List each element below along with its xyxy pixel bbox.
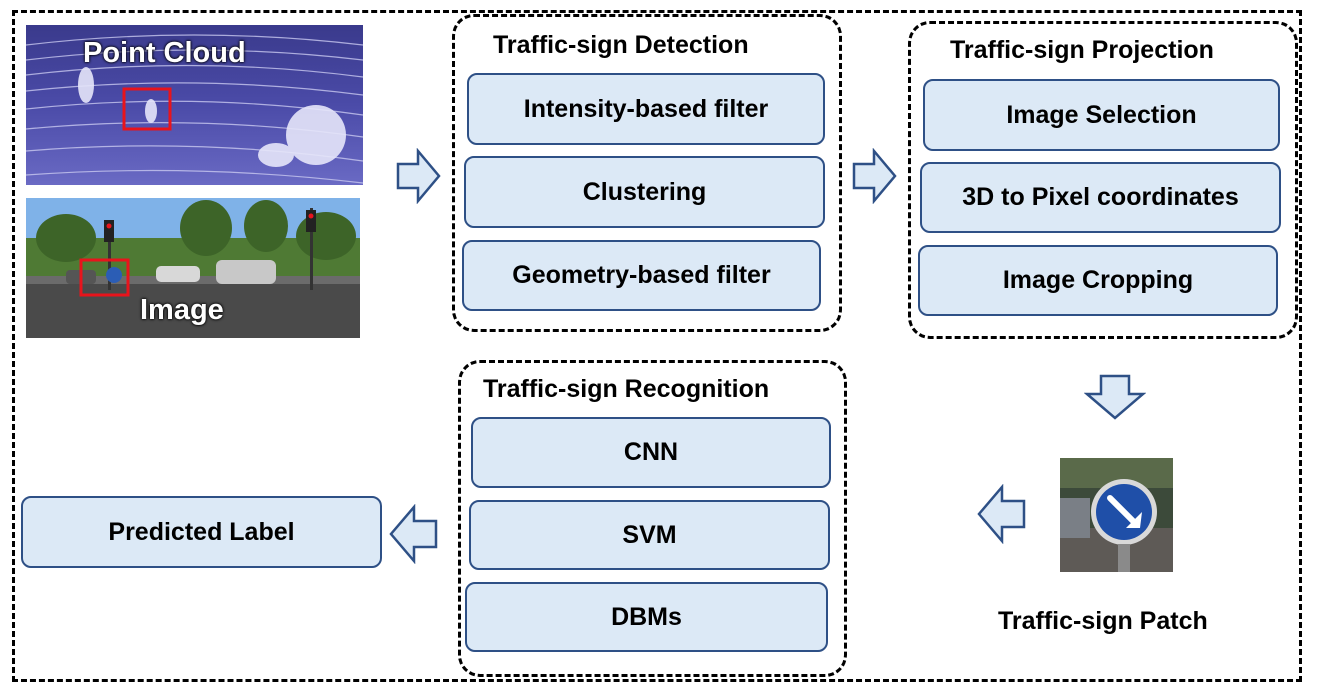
recognition-title: Traffic-sign Recognition: [483, 375, 770, 403]
recognition-step-cnn: CNN: [471, 417, 831, 488]
traffic-sign-patch-image: [1060, 458, 1173, 572]
arrow-right-icon: [852, 148, 897, 204]
projection-step-3d-to-pixel: 3D to Pixel coordinates: [920, 162, 1281, 233]
projection-title: Traffic-sign Projection: [950, 36, 1214, 64]
point-cloud-label: Point Cloud: [83, 37, 246, 69]
arrow-left-icon: [977, 484, 1026, 544]
detection-step-intensity-filter: Intensity-based filter: [467, 73, 825, 145]
recognition-group: [458, 360, 847, 677]
detection-group: [452, 14, 842, 332]
image-label: Image: [140, 294, 224, 326]
arrow-down-icon: [1084, 374, 1146, 420]
arrow-left-icon: [389, 504, 438, 564]
arrow-right-icon: [396, 148, 441, 204]
recognition-step-dbms: DBMs: [465, 582, 828, 652]
recognition-step-svm: SVM: [469, 500, 830, 570]
detection-title: Traffic-sign Detection: [493, 31, 749, 59]
detection-step-geometry-filter: Geometry-based filter: [462, 240, 821, 311]
traffic-sign-patch-caption: Traffic-sign Patch: [998, 607, 1208, 635]
projection-group: [908, 21, 1298, 339]
pipeline-frame: [12, 10, 1302, 682]
point-cloud-image: [26, 25, 363, 185]
projection-step-image-selection: Image Selection: [923, 79, 1280, 151]
detection-step-clustering: Clustering: [464, 156, 825, 228]
predicted-label-box: Predicted Label: [21, 496, 382, 568]
projection-step-image-cropping: Image Cropping: [918, 245, 1278, 316]
street-image: [26, 198, 360, 338]
